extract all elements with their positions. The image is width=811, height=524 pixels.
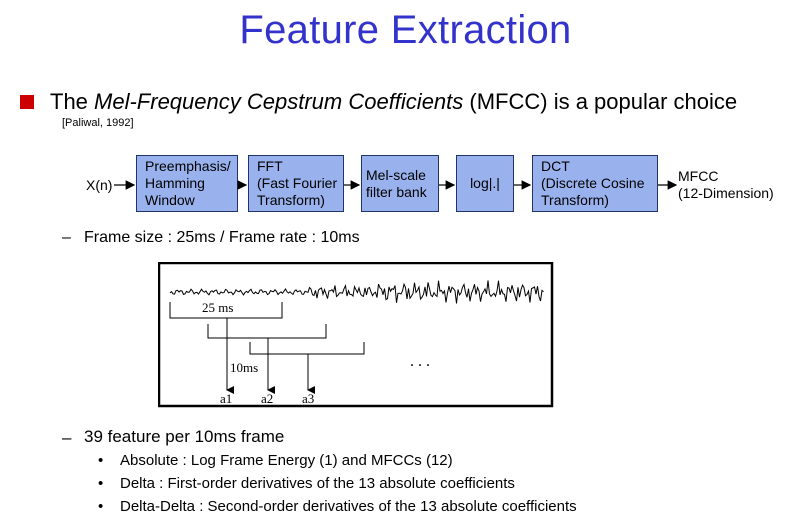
block-log: log|.| [456, 155, 514, 212]
main-bullet-emphasis: Mel-Frequency Cepstrum Coefficients [94, 89, 464, 114]
feature-item: Absolute : Log Frame Energy (1) and MFCC… [120, 452, 453, 469]
bullet-square-icon [20, 95, 34, 109]
block-mel-filter-bank: Mel-scale filter bank [361, 155, 439, 212]
frame-note: Frame size : 25ms / Frame rate : 10ms [84, 229, 360, 246]
dot-bullet: • [98, 475, 104, 492]
citation: [Paliwal, 1992] [62, 117, 134, 129]
main-bullet-suffix: (MFCC) is a popular choice [463, 89, 738, 114]
main-bullet-prefix: The [50, 89, 95, 114]
feature-item: Delta-Delta : Second-order derivatives o… [120, 498, 577, 515]
output-a3: a3 [302, 391, 314, 406]
frame-bracket-2 [207, 324, 327, 339]
figure-frame [158, 262, 554, 408]
speech-waveform [169, 280, 544, 304]
dash-bullet: – [62, 428, 72, 447]
frame-size-label: 25 ms [202, 300, 233, 315]
features-heading: 39 feature per 10ms frame [84, 427, 285, 446]
dot-bullet: • [98, 498, 104, 515]
main-bullet-text: The Mel-Frequency Cepstrum Coefficients … [50, 89, 737, 115]
output-a2: a2 [261, 391, 273, 406]
frame-bracket-3 [249, 342, 365, 355]
feature-item: Delta : First-order derivatives of the 1… [120, 475, 515, 492]
block-fft: FFT (Fast Fourier Transform) [248, 155, 344, 212]
input-label: X(n) [86, 177, 113, 193]
dash-bullet: – [62, 229, 71, 246]
ellipsis: . . . [410, 353, 430, 370]
page-title: Feature Extraction [239, 8, 572, 52]
frame-rate-label: 10ms [230, 360, 258, 375]
output-label: MFCC (12-Dimension) [678, 168, 774, 201]
dot-bullet: • [98, 452, 104, 469]
framing-figure: 25 ms 10ms a1 a2 a3 . . . [158, 262, 554, 408]
output-a1: a1 [220, 391, 232, 406]
block-preemphasis: Preemphasis/ Hamming Window [136, 155, 238, 212]
block-dct: DCT (Discrete Cosine Transform) [532, 155, 658, 212]
frame-bracket-1 [169, 302, 283, 319]
